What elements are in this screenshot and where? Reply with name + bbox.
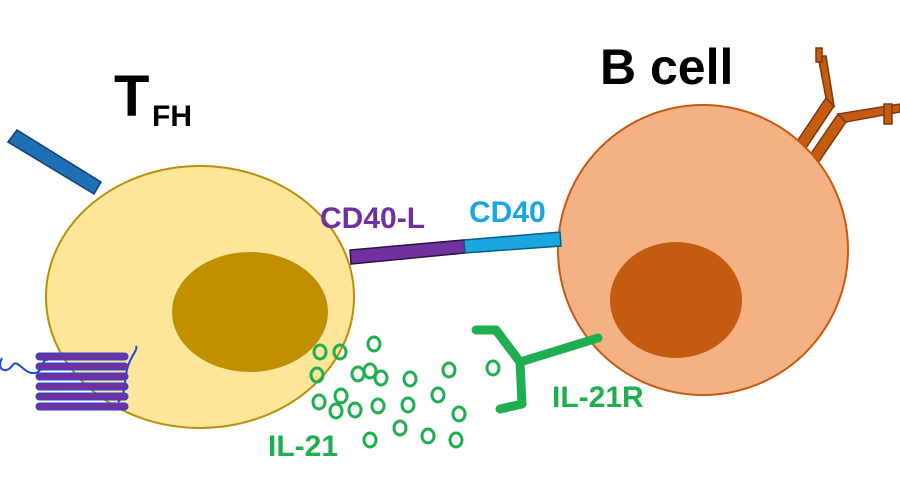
il21-particle (309, 366, 325, 384)
il21-particle (370, 397, 386, 415)
antibody-icon (797, 47, 900, 168)
cd40l-label: CD40-L (320, 202, 425, 235)
il21-particle (441, 361, 457, 379)
il21-particle (451, 405, 467, 423)
tcr-stalk (6, 129, 103, 196)
membrane-protein (0, 345, 138, 411)
il21-particle (350, 365, 366, 383)
il21-particle (312, 343, 328, 361)
il21-particle (311, 393, 327, 411)
il21-particle (448, 431, 464, 449)
cd40-bar (463, 231, 562, 254)
il21-particle (366, 335, 382, 353)
t-cell-label-subscript: FH (152, 100, 192, 133)
il21-particle (362, 362, 378, 380)
il21-particle (362, 431, 378, 449)
cd40-label: CD40 (469, 196, 546, 229)
il21r-icon (471, 325, 603, 414)
il21-particle (328, 402, 344, 420)
il21-particle (392, 419, 408, 437)
il21-particle (402, 370, 418, 388)
il21-particle (332, 343, 348, 361)
il21-particle (485, 359, 501, 377)
il21-particle (430, 386, 446, 404)
t-cell-nucleus (172, 252, 328, 372)
il21-particle (373, 369, 389, 387)
il21r-label: IL-21R (552, 381, 644, 414)
b-cell-nucleus (610, 242, 742, 358)
cd40l-bar (349, 239, 466, 265)
il21-particles (309, 335, 501, 449)
b-cell-label: B cell (600, 39, 733, 95)
t-cell-label: T (114, 64, 149, 129)
il21-particle (420, 427, 436, 445)
il21-particle (347, 401, 363, 419)
il21-particle (400, 396, 416, 414)
il21-particle (333, 387, 349, 405)
il21-label: IL-21 (268, 430, 338, 463)
